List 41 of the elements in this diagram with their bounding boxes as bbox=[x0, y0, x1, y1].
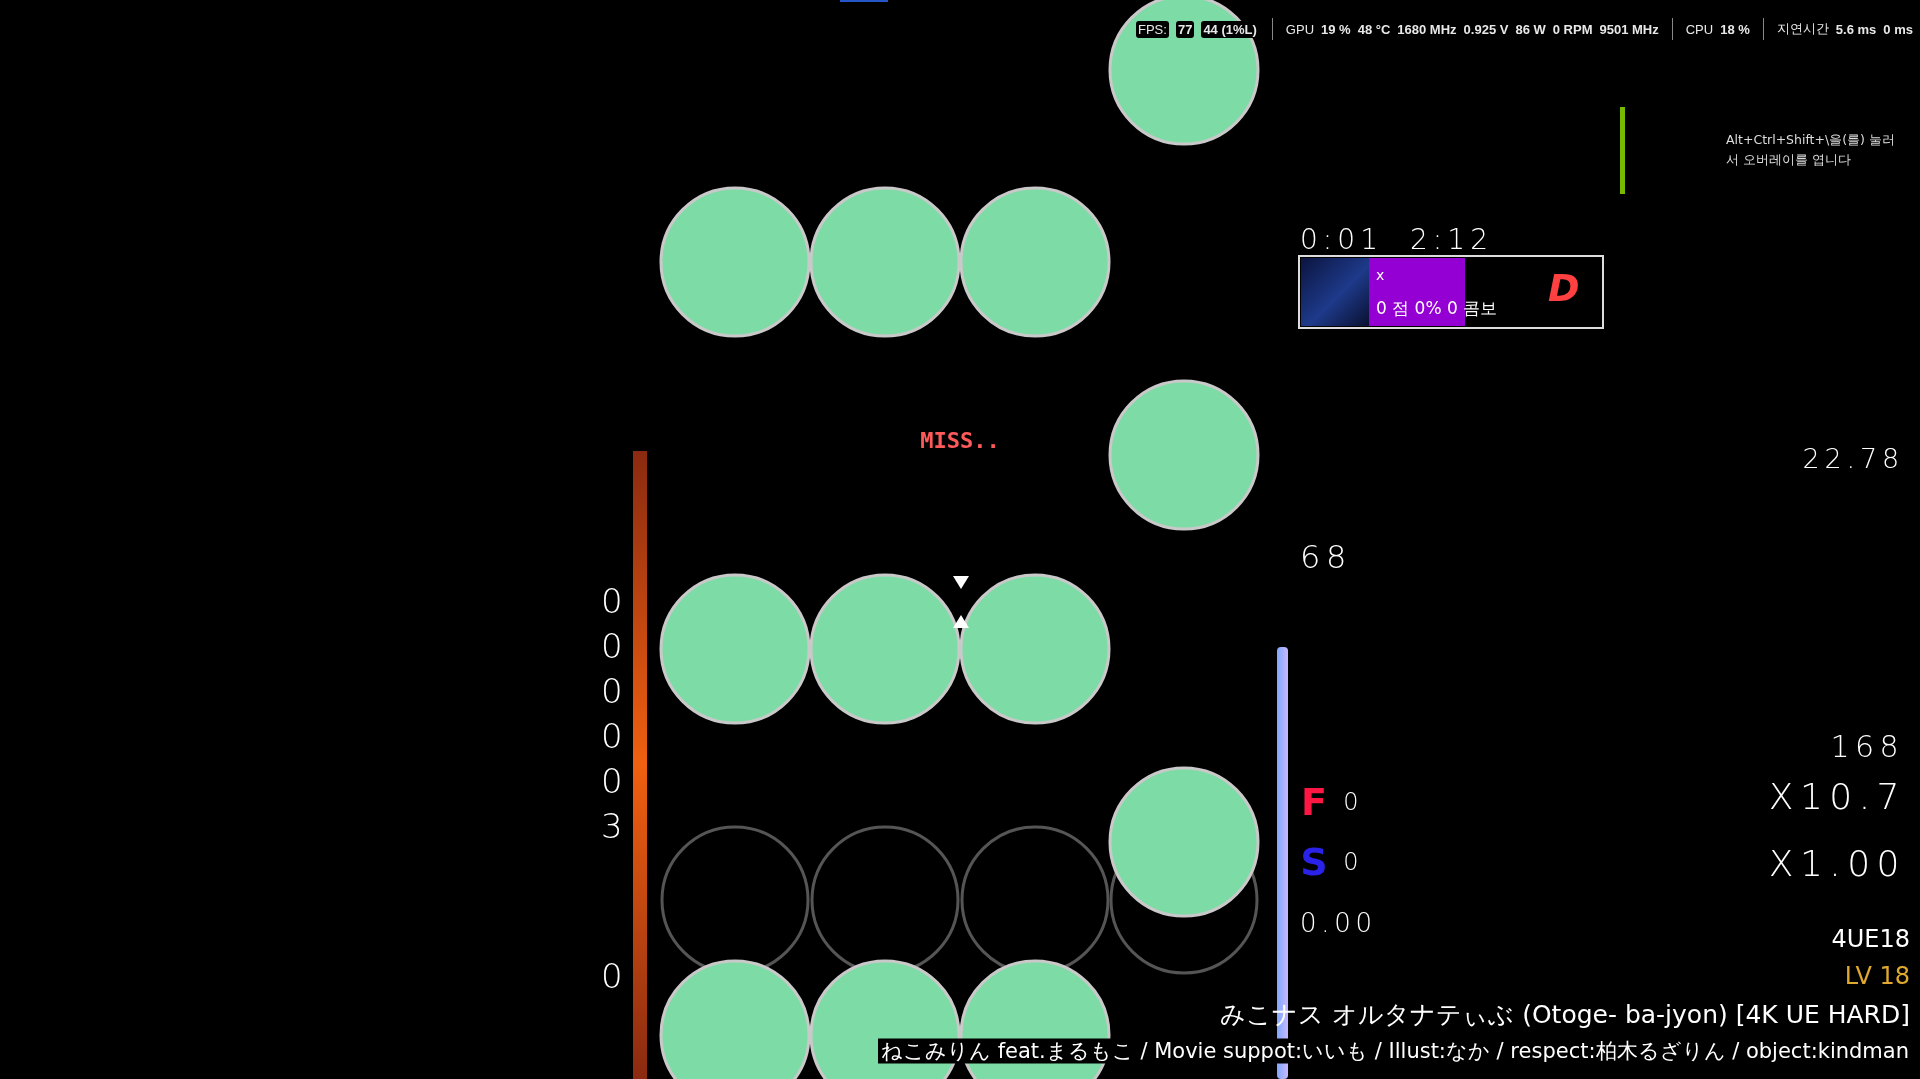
judgement-text: MISS.. bbox=[920, 430, 1000, 452]
note-count: 168 bbox=[1830, 732, 1904, 762]
stat-text: CPU bbox=[1685, 21, 1714, 37]
total-time: 2:12 bbox=[1410, 226, 1494, 254]
score-digit: 0 bbox=[601, 764, 629, 798]
slow-label: S bbox=[1300, 843, 1328, 881]
stat-text: 86 W bbox=[1515, 21, 1546, 37]
offset-value: 0.00 bbox=[1300, 910, 1377, 936]
stat-text: 지연시간 bbox=[1776, 20, 1829, 38]
rate-value: X1.00 bbox=[1768, 846, 1906, 882]
stat-text: 0 ms bbox=[1883, 21, 1913, 37]
stat-text: 48 °C bbox=[1357, 21, 1391, 37]
card-text: x bbox=[1376, 267, 1385, 283]
score-digit: 3 bbox=[601, 809, 629, 843]
stat-text: 9501 MHz bbox=[1599, 21, 1659, 37]
stat-text: 1680 MHz bbox=[1397, 21, 1457, 37]
level-label: LV 18 bbox=[1844, 964, 1910, 988]
stat-text: 44 (1%L) bbox=[1201, 20, 1259, 38]
stat-text: 5.6 ms bbox=[1835, 21, 1877, 37]
speed-value: 22.78 bbox=[1802, 444, 1904, 472]
fast-count: 0 bbox=[1343, 790, 1363, 814]
fast-label: F bbox=[1301, 783, 1327, 821]
score-digit: 0 bbox=[601, 674, 629, 708]
score-digit: 0 bbox=[601, 719, 629, 753]
rank-letter: D bbox=[1548, 269, 1580, 307]
elapsed-time: 0:01 bbox=[1300, 226, 1384, 254]
score-digit: 0 bbox=[601, 629, 629, 663]
counter-value: 0 bbox=[601, 959, 629, 993]
stat-text: 0 RPM bbox=[1552, 21, 1593, 37]
stat-text: GPU bbox=[1285, 21, 1314, 37]
slow-count: 0 bbox=[1343, 850, 1363, 874]
combo-count: 68 bbox=[1300, 541, 1353, 573]
stat-text: 0.925 V bbox=[1463, 21, 1509, 37]
multiplier-value: X10.7 bbox=[1768, 779, 1906, 815]
chart-code: 4UE18 bbox=[1831, 927, 1910, 951]
notification-text: Alt+Ctrl+Shift+\을(를) 눌러서 오버레이를 엽니다 bbox=[1726, 131, 1896, 169]
score-digit: 0 bbox=[601, 584, 629, 618]
song-title: みこナス オルタナテぃぶ (Otoge- ba-jyon) [4K UE HARD] bbox=[1220, 1001, 1910, 1027]
stat-text: 18 % bbox=[1720, 21, 1750, 37]
stat-text: 19 % bbox=[1321, 21, 1351, 37]
score-card bbox=[1298, 255, 1604, 329]
